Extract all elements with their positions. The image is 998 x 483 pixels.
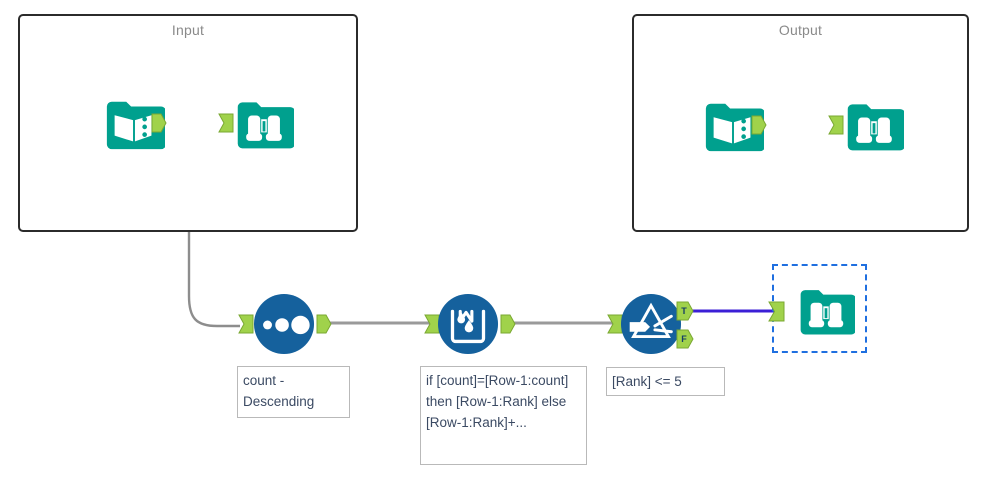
input-anchor-browse-3[interactable] — [768, 301, 785, 322]
binoculars-folder-icon — [237, 102, 294, 149]
output-anchor-input-2[interactable] — [751, 115, 767, 135]
funnel-circle-icon — [620, 293, 682, 355]
input-data-tool-2[interactable] — [702, 94, 764, 156]
output-anchor-input-1[interactable] — [151, 113, 167, 133]
container-title-input: Input — [171, 22, 205, 38]
three-dots-circle-icon — [253, 293, 315, 355]
output-anchor-multirow[interactable] — [500, 314, 516, 334]
binoculars-folder-icon — [800, 290, 855, 335]
browse-tool-3[interactable] — [797, 281, 855, 339]
beaker-droplet-circle-icon — [437, 293, 499, 355]
output-anchor-filter-true[interactable] — [676, 301, 694, 321]
browse-tool-2[interactable] — [844, 95, 904, 155]
input-anchor-multirow[interactable] — [424, 314, 440, 334]
tool-container-input[interactable]: Input — [18, 14, 358, 232]
filter-tool-label: [Rank] <= 5 — [606, 367, 725, 396]
container-title-output: Output — [778, 22, 823, 38]
multi-row-formula-tool[interactable] — [437, 293, 499, 355]
binoculars-folder-icon — [847, 104, 904, 151]
output-anchor-filter-false[interactable] — [676, 329, 694, 349]
input-anchor-browse-1[interactable] — [218, 113, 234, 133]
input-anchor-filter[interactable] — [607, 314, 623, 334]
tool-container-output[interactable]: Output — [632, 14, 969, 232]
book-folder-icon — [106, 101, 165, 150]
book-folder-icon — [705, 103, 764, 152]
sort-tool[interactable] — [253, 293, 315, 355]
output-anchor-sort[interactable] — [316, 314, 332, 334]
browse-tool-1[interactable] — [234, 93, 294, 153]
multi-row-formula-tool-label: if [count]=[Row-1:count] then [Row-1:Ran… — [420, 366, 587, 465]
filter-tool[interactable] — [620, 293, 682, 355]
input-data-tool-1[interactable] — [103, 92, 165, 154]
input-anchor-sort[interactable] — [238, 314, 254, 334]
sort-tool-label: count - Descending — [237, 366, 350, 418]
input-anchor-browse-2[interactable] — [828, 115, 844, 135]
